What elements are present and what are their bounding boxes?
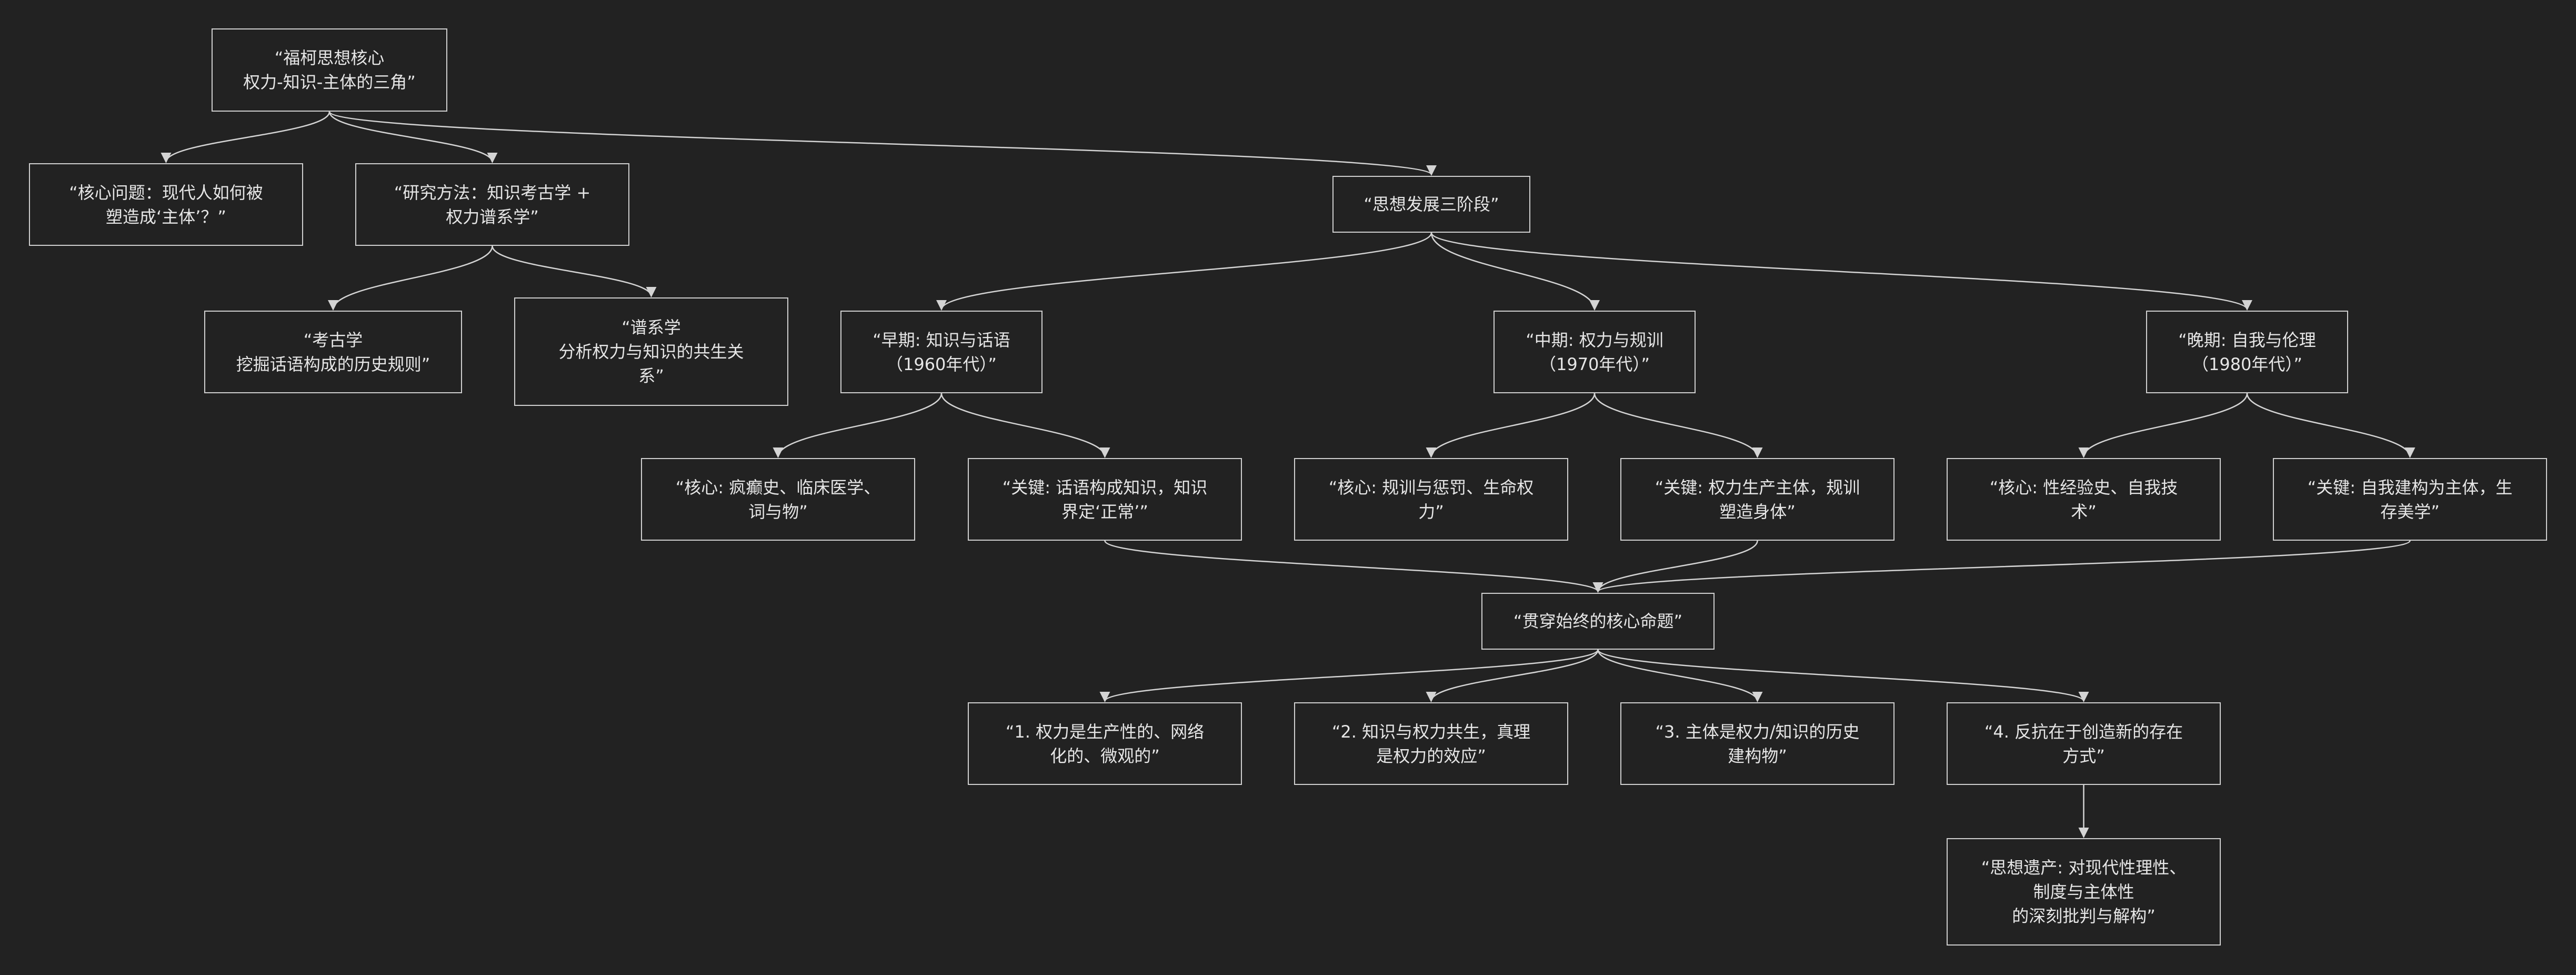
node-proposition-4[interactable]: “4. 反抗在于创造新的存在 方式” bbox=[1947, 702, 2221, 785]
node-late-label: “晚期: 自我与伦理 （1980年代）” bbox=[2178, 330, 2316, 374]
node-propositions-label: “贯穿始终的核心命题” bbox=[1513, 611, 1683, 631]
edge-propositions-to-p1 bbox=[1099, 649, 1599, 702]
edge-propositions-to-p2 bbox=[1426, 649, 1599, 702]
node-middle[interactable]: “中期: 权力与规训 （1970年代）” bbox=[1494, 311, 1696, 393]
node-early-key[interactable]: “关键: 话语构成知识，知识 界定‘正常’” bbox=[968, 458, 1242, 541]
edge-middle-to-middle_core bbox=[1426, 393, 1596, 458]
node-late-core[interactable]: “核心: 性经验史、自我技 术” bbox=[1947, 458, 2221, 541]
node-early-label: “早期: 知识与话语 （1960年代）” bbox=[873, 330, 1010, 374]
node-propositions[interactable]: “贯穿始终的核心命题” bbox=[1481, 593, 1715, 650]
node-proposition-1[interactable]: “1. 权力是生产性的、网络 化的、微观的” bbox=[968, 702, 1242, 785]
node-middle-key[interactable]: “关键: 权力生产主体，规训 塑造身体” bbox=[1620, 458, 1895, 541]
node-proposition-3-label: “3. 主体是权力/知识的历史 建构物” bbox=[1655, 721, 1860, 766]
node-proposition-1-label: “1. 权力是生产性的、网络 化的、微观的” bbox=[1005, 721, 1205, 766]
edge-stages-to-early bbox=[936, 232, 1432, 311]
edge-propositions-to-p4 bbox=[1597, 649, 2089, 702]
edge-stages-to-late bbox=[1430, 232, 2252, 311]
edge-early_key-to-propositions bbox=[1104, 540, 1603, 593]
edge-method-to-genealogy bbox=[492, 245, 657, 297]
edge-late-to-late_key bbox=[2246, 393, 2415, 458]
node-core-question[interactable]: “核心问题：现代人如何被 塑造成‘主体’？” bbox=[29, 163, 303, 246]
node-early-key-label: “关键: 话语构成知识，知识 界定‘正常’” bbox=[1002, 477, 1208, 522]
node-middle-label: “中期: 权力与规训 （1970年代）” bbox=[1526, 330, 1663, 374]
edge-root-to-stages bbox=[328, 111, 1437, 176]
node-legacy[interactable]: “思想遗产: 对现代性理性、 制度与主体性 的深刻批判与解构” bbox=[1947, 838, 2221, 946]
node-proposition-2[interactable]: “2. 知识与权力共生，真理 是权力的效应” bbox=[1294, 702, 1568, 785]
node-early-core[interactable]: “核心: 疯癫史、临床医学、 词与物” bbox=[641, 458, 915, 541]
node-legacy-label: “思想遗产: 对现代性理性、 制度与主体性 的深刻批判与解构” bbox=[1981, 858, 2187, 926]
node-method-label: “研究方法：知识考古学 + 权力谱系学” bbox=[394, 182, 591, 227]
edge-late_key-to-propositions bbox=[1593, 540, 2411, 593]
edge-middle-to-middle_key bbox=[1593, 393, 1763, 458]
edge-propositions-to-p3 bbox=[1597, 649, 1763, 702]
node-middle-key-label: “关键: 权力生产主体，规训 塑造身体” bbox=[1655, 477, 1860, 522]
node-root-label: “福柯思想核心 权力-知识-主体的三角” bbox=[243, 48, 416, 92]
node-early-core-label: “核心: 疯癫史、临床医学、 词与物” bbox=[675, 477, 881, 522]
node-early[interactable]: “早期: 知识与话语 （1960年代）” bbox=[840, 311, 1043, 393]
edge-root-to-core_question bbox=[161, 111, 330, 163]
edge-stages-to-middle bbox=[1430, 232, 1600, 311]
node-proposition-2-label: “2. 知识与权力共生，真理 是权力的效应” bbox=[1331, 721, 1531, 766]
node-genealogy-label: “谱系学 分析权力与知识的共生关 系” bbox=[558, 317, 744, 386]
edge-early-to-early_key bbox=[940, 393, 1110, 458]
node-genealogy[interactable]: “谱系学 分析权力与知识的共生关 系” bbox=[514, 297, 788, 406]
node-middle-core[interactable]: “核心: 规训与惩罚、生命权 力” bbox=[1294, 458, 1568, 541]
edge-late-to-late_core bbox=[2078, 393, 2248, 458]
node-proposition-4-label: “4. 反抗在于创造新的存在 方式” bbox=[1984, 721, 2183, 766]
node-late-core-label: “核心: 性经验史、自我技 术” bbox=[1989, 477, 2178, 522]
node-stages[interactable]: “思想发展三阶段” bbox=[1332, 176, 1530, 233]
node-late-key[interactable]: “关键: 自我建构为主体，生 存美学” bbox=[2273, 458, 2547, 541]
node-late-key-label: “关键: 自我建构为主体，生 存美学” bbox=[2307, 477, 2513, 522]
edge-method-to-archaeology bbox=[328, 245, 493, 311]
node-core-question-label: “核心问题：现代人如何被 塑造成‘主体’？” bbox=[69, 182, 263, 227]
edge-middle_key-to-propositions bbox=[1592, 540, 1758, 593]
node-method[interactable]: “研究方法：知识考古学 + 权力谱系学” bbox=[355, 163, 629, 246]
edge-root-to-method bbox=[328, 111, 498, 163]
node-root[interactable]: “福柯思想核心 权力-知识-主体的三角” bbox=[212, 28, 447, 112]
node-stages-label: “思想发展三阶段” bbox=[1364, 194, 1499, 214]
node-proposition-3[interactable]: “3. 主体是权力/知识的历史 建构物” bbox=[1620, 702, 1895, 785]
node-middle-core-label: “核心: 规训与惩罚、生命权 力” bbox=[1328, 477, 1534, 522]
node-archaeology[interactable]: “考古学 挖掘话语构成的历史规则” bbox=[204, 311, 462, 393]
node-archaeology-label: “考古学 挖掘话语构成的历史规则” bbox=[236, 330, 430, 374]
edge-early-to-early_core bbox=[773, 393, 943, 458]
node-late[interactable]: “晚期: 自我与伦理 （1980年代）” bbox=[2146, 311, 2348, 393]
